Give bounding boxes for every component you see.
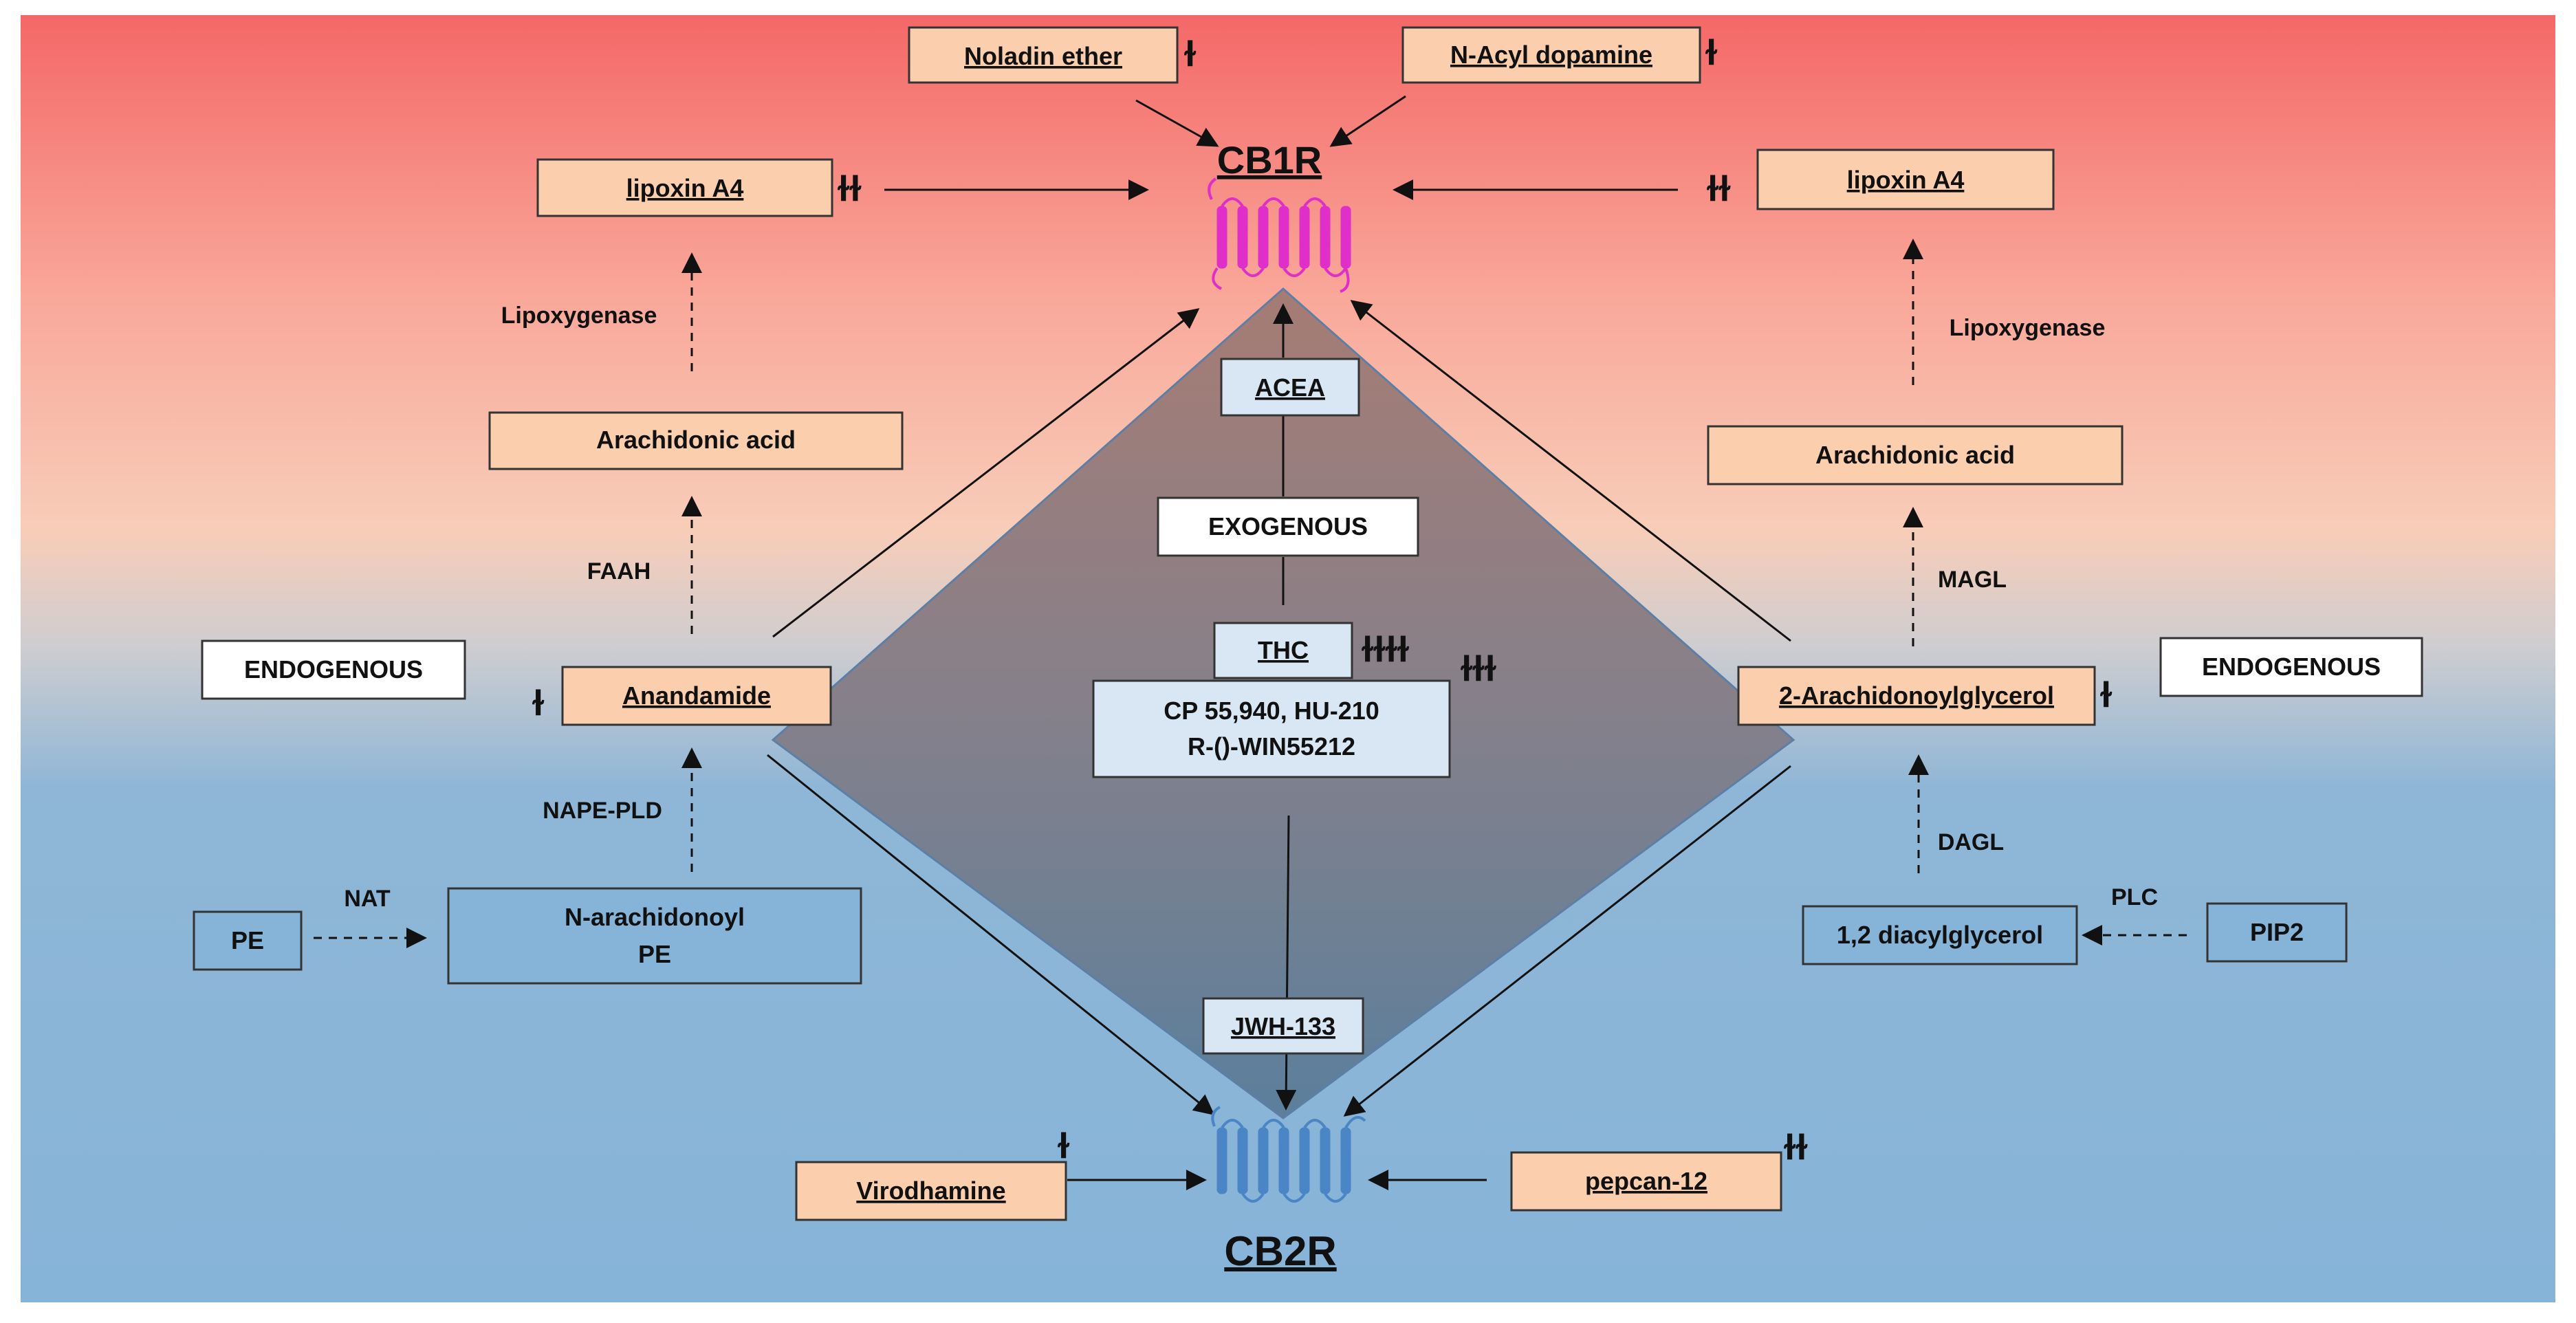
endogenous-left-box [201,639,466,700]
lipoxin-left-label: lipoxin A4 [626,174,744,202]
endogenous-left-label: ENDOGENOUS [244,655,423,684]
pepcan-mark: ɫɫ [1784,1128,1808,1168]
pe-label: PE [231,926,264,954]
arrow-noladin-cb1 [1135,99,1219,147]
synthetic-mark: ɫɫɫ [1461,649,1497,689]
magl-label: MAGL [1938,567,2007,593]
dashed-arrows [314,239,2187,948]
diacylglycerol-label: 1,2 diacylglycerol [1837,921,2043,949]
twoag-mark: ɫ [2100,675,2113,715]
noladin-mark: ɫ [1184,34,1197,74]
acea-label: ACEA [1255,373,1325,402]
twoag-box[interactable] [1737,666,2096,726]
nacyl-dopamine-label: N-Acyl dopamine [1450,41,1652,69]
twoag-label: 2-Arachidonoylglycerol [1779,681,2054,710]
synthetic-agonists-box[interactable] [1092,679,1451,778]
cb1-receptor-label: CB1R [1217,138,1322,182]
nape-pld-label: NAPE-PLD [543,798,662,824]
lipoxin-right-label: lipoxin A4 [1847,166,1965,194]
arachidonic-right-box[interactable] [1707,425,2124,485]
endogenous-right-box [2159,637,2423,697]
cb1-receptor-icon [1208,177,1351,293]
jwh133-label: JWH-133 [1231,1012,1335,1040]
lipoxygenase-left-label: Lipoxygenase [501,303,657,329]
acea-box[interactable] [1220,358,1360,417]
pip2-label: PIP2 [2250,918,2304,946]
exogenous-box [1157,496,1419,557]
virodhamine-mark: ɫ [1058,1126,1070,1166]
lipoxin-right-box[interactable] [1756,149,2055,210]
arrow-anandamide-cb1 [772,308,1200,638]
arrow-anandamide-cb2 [767,754,1215,1115]
pip2-box[interactable] [2206,902,2348,963]
nacyl-dopamine-box[interactable] [1401,26,1701,84]
pe-box[interactable] [193,910,303,971]
pepcan-label: pepcan-12 [1585,1167,1707,1195]
endogenous-right-label: ENDOGENOUS [2202,653,2381,681]
nacyl-dopamine-mark: ɫ [1705,33,1718,73]
arrow-2ag-cb1 [1350,300,1791,642]
anandamide-label: Anandamide [622,681,771,710]
lipoxygenase-right-label: Lipoxygenase [1950,315,2106,341]
lipoxin-left-box[interactable] [536,158,833,217]
nat-label: NAT [344,886,391,912]
noladin-label: Noladin ether [964,42,1122,70]
cb2-receptor-icon [1211,1106,1366,1203]
anandamide-mark: ɫ [532,684,545,723]
arachidonic-left-box[interactable] [488,411,904,470]
anandamide-box[interactable] [561,666,832,726]
virodhamine-box[interactable] [795,1161,1067,1221]
diacylglycerol-box[interactable] [1802,905,2078,965]
arrow-2ag-cb2 [1343,765,1791,1117]
pepcan-box[interactable] [1510,1151,1782,1212]
arachidonic-left-label: Arachidonic acid [596,426,796,454]
dagl-label: DAGL [1938,829,2004,855]
lipoxin-left-mark: ɫɫ [838,169,862,209]
arachidonic-right-label: Arachidonic acid [1815,441,2015,469]
lipoxin-right-mark: ɫɫ [1707,169,1731,209]
thc-mark: ɫɫɫɫ [1362,630,1410,670]
noladin-box[interactable] [908,26,1179,84]
arrow-nacyl-cb1 [1329,95,1406,147]
synthetic-agonists-line1: CP 55,940, HU-210 [1164,697,1379,725]
napepe-label-line2: PE [638,940,671,968]
thc-box[interactable] [1213,622,1353,679]
virodhamine-label: Virodhamine [856,1177,1005,1205]
arrow-synthetic-cb2 [1276,815,1297,1111]
synthetic-agonists-line2: R-()-WIN55212 [1188,732,1355,761]
cb2-receptor-label: CB2R [1224,1228,1336,1274]
napepe-box[interactable] [447,887,862,985]
napepe-label-line1: N-arachidonoyl [565,903,745,931]
faah-label: FAAH [587,558,651,584]
plc-label: PLC [2111,884,2158,910]
thc-label: THC [1258,636,1309,664]
arrows [767,95,1791,1190]
jwh133-box[interactable] [1202,997,1364,1055]
exogenous-label: EXOGENOUS [1208,512,1368,540]
